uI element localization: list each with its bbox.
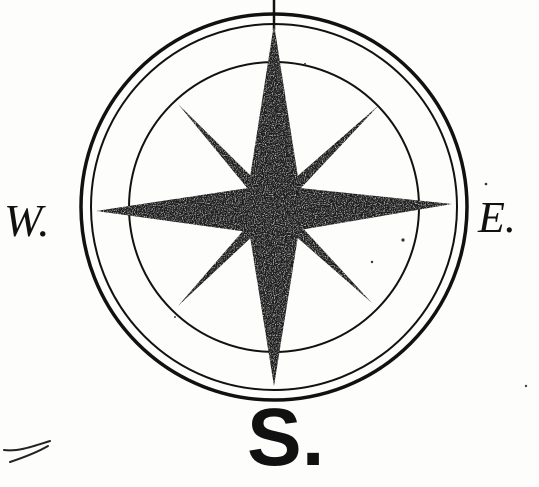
ink-speck: [485, 183, 488, 186]
ink-speck: [401, 238, 404, 241]
stray-pen-mark: [4, 441, 50, 462]
ink-speck: [371, 261, 373, 263]
eight-point-star: [96, 24, 452, 386]
compass-label-west: W.: [4, 198, 50, 244]
compass-label-east: E.: [478, 196, 516, 240]
ink-speck: [174, 316, 176, 318]
star-center: [246, 179, 302, 235]
ink-speck: [525, 385, 527, 387]
ink-speck: [304, 63, 306, 65]
compass-label-south: S.: [247, 397, 324, 479]
